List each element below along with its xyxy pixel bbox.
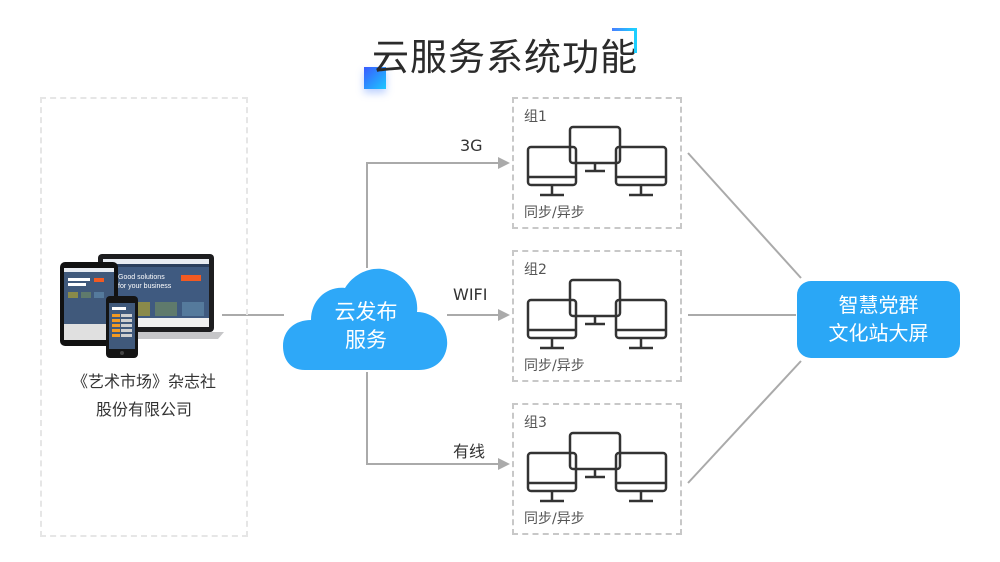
group1-to-target-line <box>687 152 802 279</box>
group-sync-mode: 同步/异步 <box>524 205 585 221</box>
connection-label-wifi: WIFI <box>453 285 488 304</box>
group3-to-target-line <box>687 360 802 484</box>
target-label-line2: 文化站大屏 <box>828 321 929 345</box>
cloud-label-line2: 服务 <box>345 328 387 352</box>
group-box-2: 组2 同步/异步 <box>512 250 682 382</box>
page-title: 云服务系统功能 <box>372 36 638 79</box>
cloud-to-group3-line <box>366 372 510 470</box>
group-label: 组1 <box>524 109 547 125</box>
cloud-service-label: 云发布 服务 <box>283 298 449 354</box>
svg-text:for your business: for your business <box>118 283 172 290</box>
connection-label-3g: 3G <box>460 136 483 155</box>
target-label-line1: 智慧党群 <box>838 293 919 317</box>
group-label: 组3 <box>524 415 547 431</box>
three-monitors-icon <box>526 125 668 197</box>
svg-text:Good solutions: Good solutions <box>118 274 165 281</box>
publisher-name-line2: 股份有限公司 <box>95 400 192 419</box>
group-box-1: 组1 同步/异步 <box>512 97 682 229</box>
cloud-to-group1-line <box>366 157 510 268</box>
cloud-label-line1: 云发布 <box>334 300 398 324</box>
cloud-icon <box>283 268 448 370</box>
responsive-devices-icon: Good solutions for your business <box>60 254 224 358</box>
title-accent-corner <box>612 28 637 53</box>
three-monitors-icon <box>526 278 668 350</box>
group-box-3: 组3 同步/异步 <box>512 403 682 535</box>
group-sync-mode: 同步/异步 <box>524 358 585 374</box>
target-screen-box: 智慧党群 文化站大屏 <box>797 281 960 358</box>
title-accent-square <box>364 67 386 89</box>
publisher-box <box>40 97 248 537</box>
group-sync-mode: 同步/异步 <box>524 511 585 527</box>
group-label: 组2 <box>524 262 547 278</box>
connection-label-wired: 有线 <box>453 442 486 461</box>
publisher-name-line1: 《艺术市场》杂志社 <box>71 372 216 391</box>
publisher-name: 《艺术市场》杂志社 股份有限公司 <box>40 368 248 424</box>
three-monitors-icon <box>526 431 668 503</box>
